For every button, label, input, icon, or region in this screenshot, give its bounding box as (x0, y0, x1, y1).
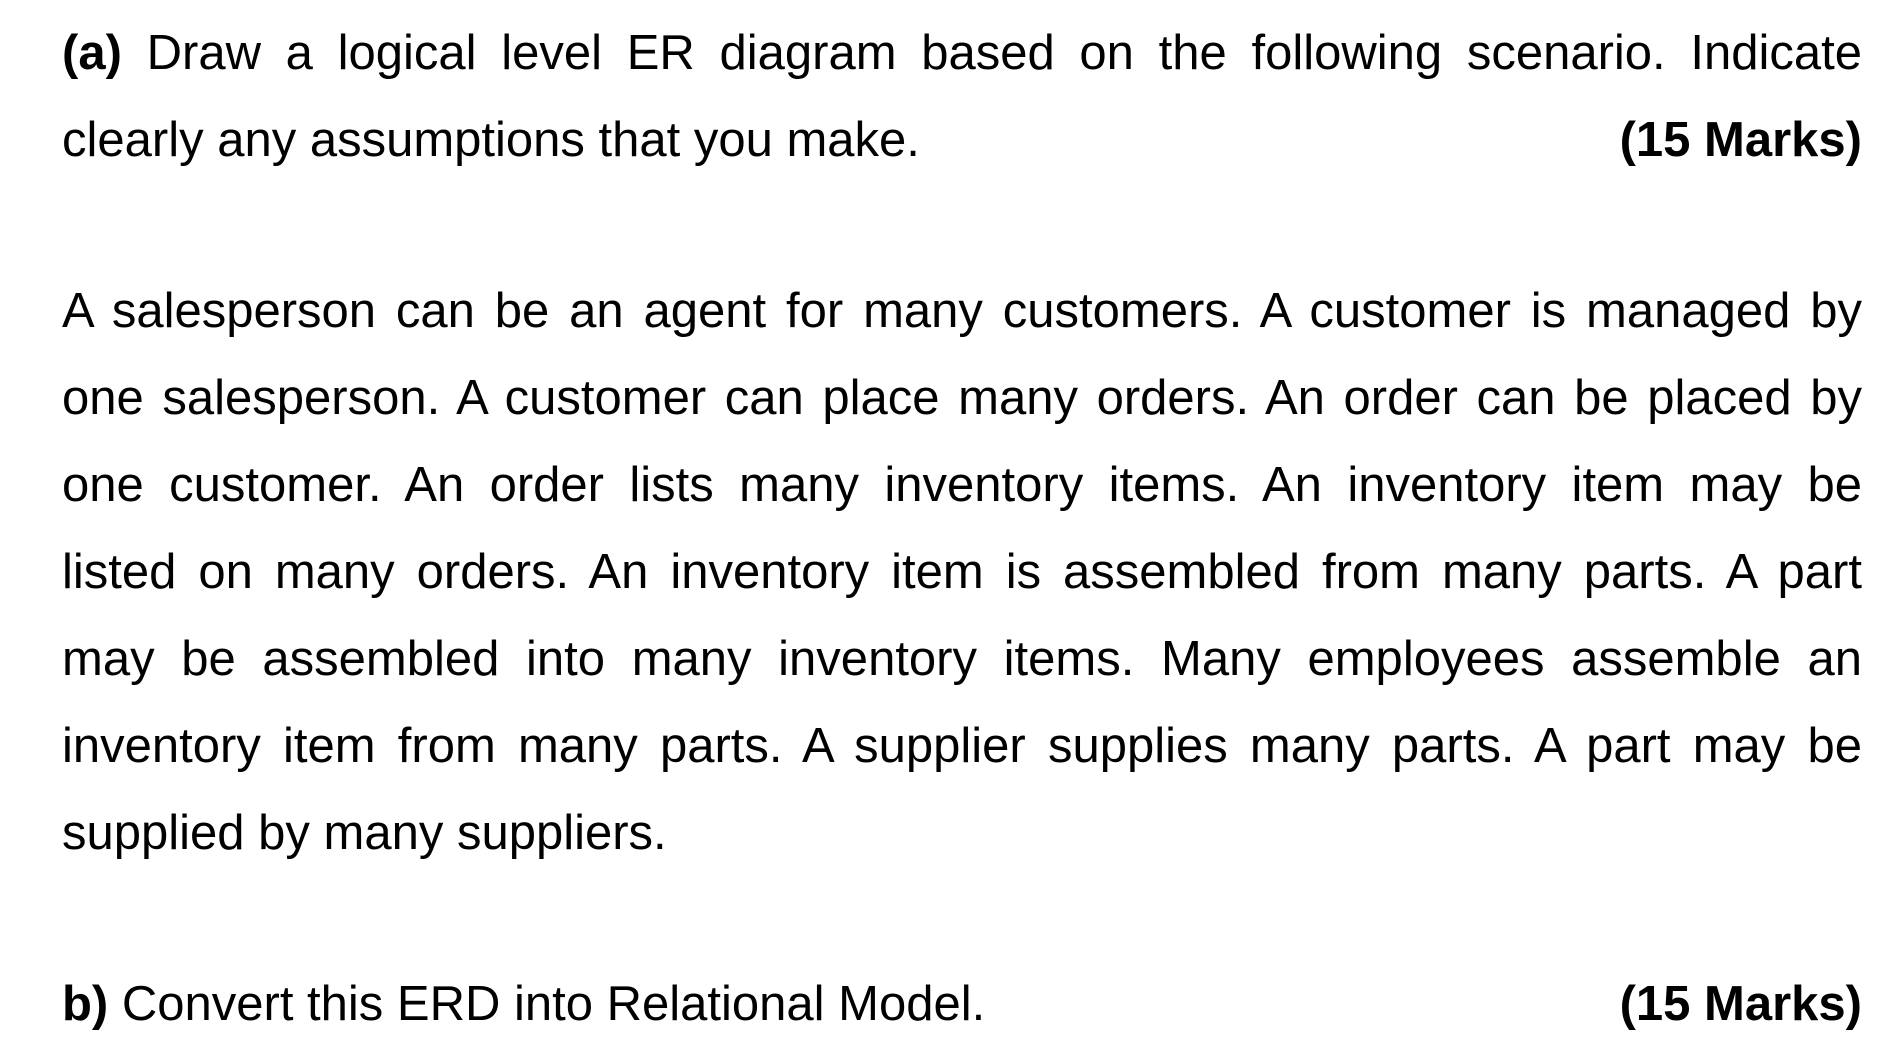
question-b-marks: (15 Marks) (1619, 977, 1862, 1031)
question-a-label: (a) (62, 26, 122, 80)
question-a-line-1: (a) Draw a logical level ER diagram base… (62, 10, 1862, 97)
question-b-line: b) Convert this ERD into Relational Mode… (62, 961, 1862, 1048)
question-a-marks: (15 Marks) (1619, 113, 1862, 167)
question-b-label: b) (62, 977, 109, 1031)
question-a-line-2: clearly any assumptions that you make. (… (62, 97, 1862, 184)
question-b-text: Convert this ERD into Relational Model. (121, 977, 986, 1031)
question-a-text-1: Draw a logical level ER diagram based on… (146, 26, 1862, 80)
spacer (62, 877, 1862, 961)
scenario-paragraph: A salesperson can be an agent for many c… (62, 268, 1862, 877)
scenario-line: one salesperson. A customer can place ma… (62, 371, 1862, 425)
scenario-line: one customer. An order lists many invent… (62, 458, 1862, 512)
question-a-text-2: clearly any assumptions that you make. (62, 113, 920, 167)
scenario-line: A salesperson can be an agent for many c… (62, 284, 1862, 338)
question-b-statement: b) Convert this ERD into Relational Mode… (62, 961, 985, 1048)
scenario-line: inventory item from many parts. A suppli… (62, 719, 1862, 773)
scenario-line: may be assembled into many inventory ite… (62, 632, 1862, 686)
spacer (62, 184, 1862, 268)
scenario-line: listed on many orders. An inventory item… (62, 545, 1862, 599)
document-page: (a) Draw a logical level ER diagram base… (62, 10, 1862, 1048)
scenario-line: supplied by many suppliers. (62, 806, 667, 860)
